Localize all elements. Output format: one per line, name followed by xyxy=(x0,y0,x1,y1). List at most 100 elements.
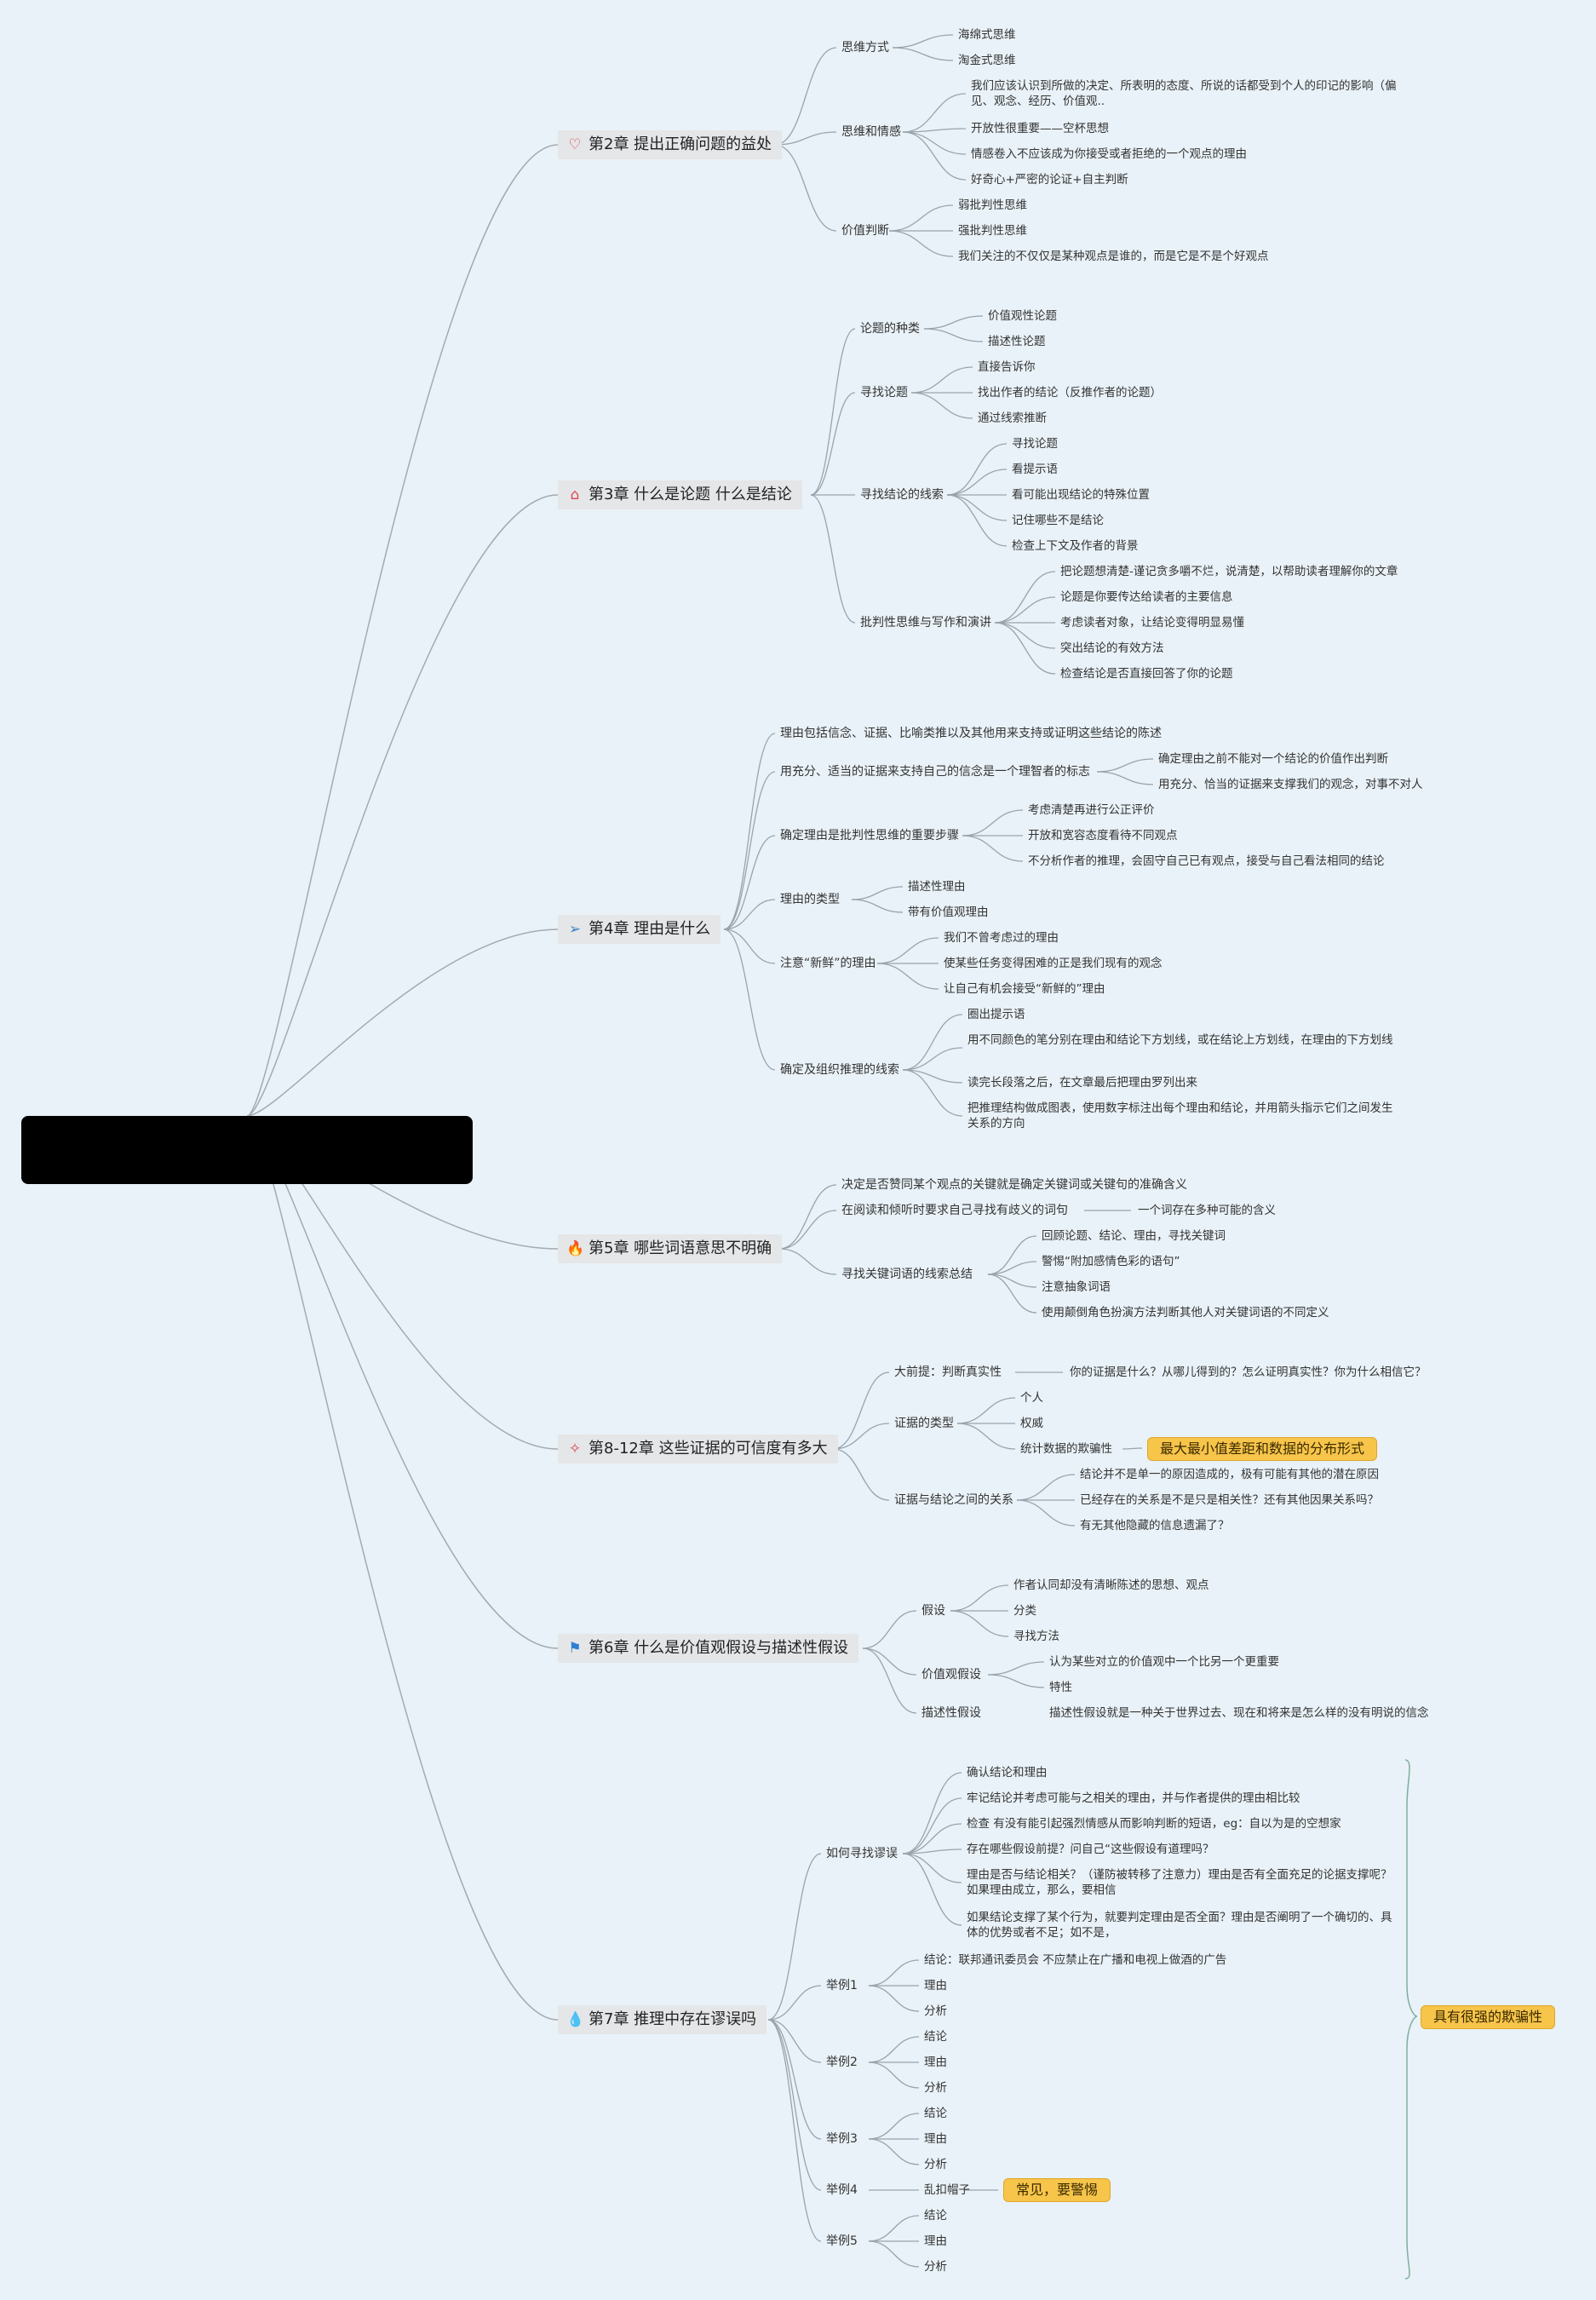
leaf-node[interactable]: 看提示语 xyxy=(1012,463,1058,476)
leaf-node[interactable]: 结论 xyxy=(924,2209,947,2222)
chapter-8-12-node[interactable]: ✧第8-12章 这些证据的可信度有多大 xyxy=(558,1435,838,1463)
leaf-node[interactable]: 牢记结论并考虑可能与之相关的理由，并与作者提供的理由相比较 xyxy=(967,1791,1300,1805)
leaf-node[interactable]: 理由 xyxy=(924,1979,947,1992)
leaf-node[interactable]: 检查 有没有能引起强烈情感从而影响判断的短语，eg：自以为是的空想家 xyxy=(967,1817,1341,1831)
topic-node[interactable]: 理由的类型 xyxy=(780,893,840,906)
topic-node[interactable]: 寻找论题 xyxy=(860,386,908,400)
leaf-node[interactable]: 分析 xyxy=(924,2081,947,2095)
leaf-node[interactable]: 不分析作者的推理，会固守自己已有观点，接受与自己看法相同的结论 xyxy=(1028,854,1385,868)
leaf-node[interactable]: 理由 xyxy=(924,2056,947,2069)
leaf-node[interactable]: 检查上下文及作者的背景 xyxy=(1012,539,1139,553)
leaf-node[interactable]: 分析 xyxy=(924,2260,947,2274)
leaf-node[interactable]: 让自己有机会接受“新鲜的”理由 xyxy=(944,982,1105,996)
callout-badge[interactable]: 最大最小值差距和数据的分布形式 xyxy=(1147,1437,1378,1461)
topic-node[interactable]: 思维和情感 xyxy=(841,125,901,139)
leaf-node[interactable]: 考虑清楚再进行公正评价 xyxy=(1028,803,1155,817)
topic-node[interactable]: 证据与结论之间的关系 xyxy=(894,1493,1013,1507)
leaf-node[interactable]: 结论 xyxy=(924,2107,947,2120)
leaf-node[interactable]: 存在哪些假设前提？问自己“这些假设有道理吗？ xyxy=(967,1843,1214,1856)
leaf-node[interactable]: 使某些任务变得困难的正是我们现有的观念 xyxy=(944,957,1163,970)
leaf-node[interactable]: 权威 xyxy=(1020,1417,1043,1430)
leaf-node[interactable]: 把论题想清楚-谨记贪多嚼不烂，说清楚，以帮助读者理解你的文章 xyxy=(1060,565,1398,578)
leaf-node[interactable]: 用不同颜色的笔分别在理由和结论下方划线，或在结论上方划线，在理由的下方划线 xyxy=(967,1033,1393,1047)
leaf-node[interactable]: 带有价值观理由 xyxy=(908,906,989,919)
leaf-node[interactable]: 把推理结构做成图表，使用数字标注出每个理由和结论，并用箭头指示它们之间发生关系的… xyxy=(967,1101,1393,1130)
topic-node[interactable]: 在阅读和倾听时要求自己寻找有歧义的词句 xyxy=(841,1204,1068,1217)
topic-node[interactable]: 寻找关键词语的线索总结 xyxy=(841,1268,973,1281)
topic-node[interactable]: 举例4 xyxy=(826,2183,858,2197)
leaf-node[interactable]: 分析 xyxy=(924,2004,947,2018)
chapter-5-node[interactable]: 🔥第5章 哪些词语意思不明确 xyxy=(558,1234,783,1263)
leaf-node[interactable]: 情感卷入不应该成为你接受或者拒绝的一个观点的理由 xyxy=(971,147,1247,161)
chapter-6-node[interactable]: ⚑第6章 什么是价值观假设与描述性假设 xyxy=(558,1634,859,1663)
leaf-node[interactable]: 结论并不是单一的原因造成的，极有可能有其他的潜在原因 xyxy=(1080,1468,1379,1481)
leaf-node[interactable]: 理由 xyxy=(924,2132,947,2146)
leaf-node[interactable]: 分类 xyxy=(1013,1604,1036,1618)
leaf-node[interactable]: 使用颠倒角色扮演方法判断其他人对关键词语的不同定义 xyxy=(1042,1306,1329,1320)
leaf-node[interactable]: 理由是否与结论相关？（谨防被转移了注意力）理由是否有全面充足的论据支撑呢？如果理… xyxy=(967,1868,1392,1897)
leaf-node[interactable]: 我们关注的不仅仅是某种观点是谁的，而是它是不是个好观点 xyxy=(958,250,1269,263)
leaf-node[interactable]: 认为某些对立的价值观中一个比另一个更重要 xyxy=(1049,1655,1279,1669)
topic-node[interactable]: 举例1 xyxy=(826,1979,858,1992)
leaf-node[interactable]: 找出作者的结论（反推作者的论题） xyxy=(978,386,1162,400)
leaf-node[interactable]: 结论：联邦通讯委员会 不应禁止在广播和电视上做酒的广告 xyxy=(924,1953,1227,1967)
leaf-node[interactable]: 描述性假设就是一种关于世界过去、现在和将来是怎么样的没有明说的信念 xyxy=(1049,1706,1429,1720)
topic-node[interactable]: 论题的种类 xyxy=(860,322,920,336)
leaf-node[interactable]: 海绵式思维 xyxy=(958,28,1016,42)
topic-node[interactable]: 寻找结论的线索 xyxy=(860,488,944,502)
leaf-node[interactable]: 通过线索推断 xyxy=(978,411,1047,425)
topic-node[interactable]: 确定及组织推理的线索 xyxy=(780,1063,899,1077)
leaf-node[interactable]: 确定理由之前不能对一个结论的价值作出判断 xyxy=(1158,752,1388,766)
topic-node[interactable]: 如何寻找谬误 xyxy=(826,1847,898,1860)
leaf-node[interactable]: 分析 xyxy=(924,2158,947,2171)
leaf-node[interactable]: 我们不曾考虑过的理由 xyxy=(944,931,1059,945)
leaf-node[interactable]: 弱批判性思维 xyxy=(958,198,1027,212)
leaf-node[interactable]: 开放性很重要——空杯思想 xyxy=(971,122,1109,135)
leaf-node[interactable]: 回顾论题、结论、理由，寻找关键词 xyxy=(1042,1229,1226,1243)
topic-node[interactable]: 大前提：判断真实性 xyxy=(894,1366,1002,1379)
leaf-node[interactable]: 描述性论题 xyxy=(988,335,1046,348)
chapter-7-node[interactable]: 💧第7章 推理中存在谬误吗 xyxy=(558,2005,767,2034)
leaf-node[interactable]: 价值观性论题 xyxy=(988,309,1057,323)
leaf-node[interactable]: 注意抽象词语 xyxy=(1042,1280,1111,1294)
topic-node[interactable]: 批判性思维与写作和演讲 xyxy=(860,616,991,630)
topic-node[interactable]: 假设 xyxy=(921,1604,945,1618)
leaf-node[interactable]: 统计数据的欺骗性 xyxy=(1020,1442,1112,1456)
leaf-node[interactable]: 强批判性思维 xyxy=(958,224,1027,238)
leaf-node[interactable]: 描述性理由 xyxy=(908,880,966,894)
leaf-node[interactable]: 乱扣帽子 xyxy=(924,2183,970,2197)
topic-node[interactable]: 举例2 xyxy=(826,2056,858,2069)
leaf-node[interactable]: 开放和宽容态度看待不同观点 xyxy=(1028,829,1178,842)
leaf-node[interactable]: 突出结论的有效方法 xyxy=(1060,641,1164,655)
leaf-node[interactable]: 好奇心+严密的论证+自主判断 xyxy=(971,173,1128,187)
topic-node[interactable]: 理由包括信念、证据、比喻类推以及其他用来支持或证明这些结论的陈述 xyxy=(780,727,1162,740)
topic-node[interactable]: 举例3 xyxy=(826,2132,858,2146)
leaf-node[interactable]: 寻找方法 xyxy=(1013,1630,1059,1643)
leaf-node[interactable]: 警惕“附加感情色彩的语句” xyxy=(1042,1255,1180,1268)
leaf-node[interactable]: 你的证据是什么？从哪儿得到的？怎么证明真实性？你为什么相信它？ xyxy=(1070,1366,1427,1379)
leaf-node[interactable]: 作者认同却没有清晰陈述的思想、观点 xyxy=(1013,1578,1209,1592)
callout-badge[interactable]: 常见，要警惕 xyxy=(1003,2178,1111,2202)
topic-node[interactable]: 注意“新鲜”的理由 xyxy=(780,957,876,970)
leaf-node[interactable]: 一个词存在多种可能的含义 xyxy=(1138,1204,1276,1217)
leaf-node[interactable]: 读完长段落之后，在文章最后把理由罗列出来 xyxy=(967,1076,1197,1090)
leaf-node[interactable]: 直接告诉你 xyxy=(978,360,1036,374)
leaf-node[interactable]: 用充分、恰当的证据来支撑我们的观念，对事不对人 xyxy=(1158,778,1423,791)
leaf-node[interactable]: 考虑读者对象，让结论变得明显易懂 xyxy=(1060,616,1244,630)
topic-node[interactable]: 描述性假设 xyxy=(921,1706,981,1720)
leaf-node[interactable]: 理由 xyxy=(924,2234,947,2248)
topic-node[interactable]: 证据的类型 xyxy=(894,1417,954,1430)
summary-callout-badge[interactable]: 具有很强的欺骗性 xyxy=(1421,2005,1556,2029)
chapter-4-node[interactable]: ➢第4章 理由是什么 xyxy=(558,915,721,944)
leaf-node[interactable]: 淘金式思维 xyxy=(958,54,1016,67)
topic-node[interactable]: 价值观假设 xyxy=(921,1668,981,1682)
leaf-node[interactable]: 寻找论题 xyxy=(1012,437,1058,451)
leaf-node[interactable]: 个人 xyxy=(1020,1391,1043,1405)
leaf-node[interactable]: 看可能出现结论的特殊位置 xyxy=(1012,488,1150,502)
chapter-2-node[interactable]: ♡第2章 提出正确问题的益处 xyxy=(558,130,783,159)
topic-node[interactable]: 举例5 xyxy=(826,2234,858,2248)
topic-node[interactable]: 思维方式 xyxy=(841,41,889,55)
leaf-node[interactable]: 论题是你要传达给读者的主要信息 xyxy=(1060,590,1233,604)
leaf-node[interactable]: 圈出提示语 xyxy=(967,1008,1025,1021)
root-node-redacted[interactable] xyxy=(21,1116,473,1184)
